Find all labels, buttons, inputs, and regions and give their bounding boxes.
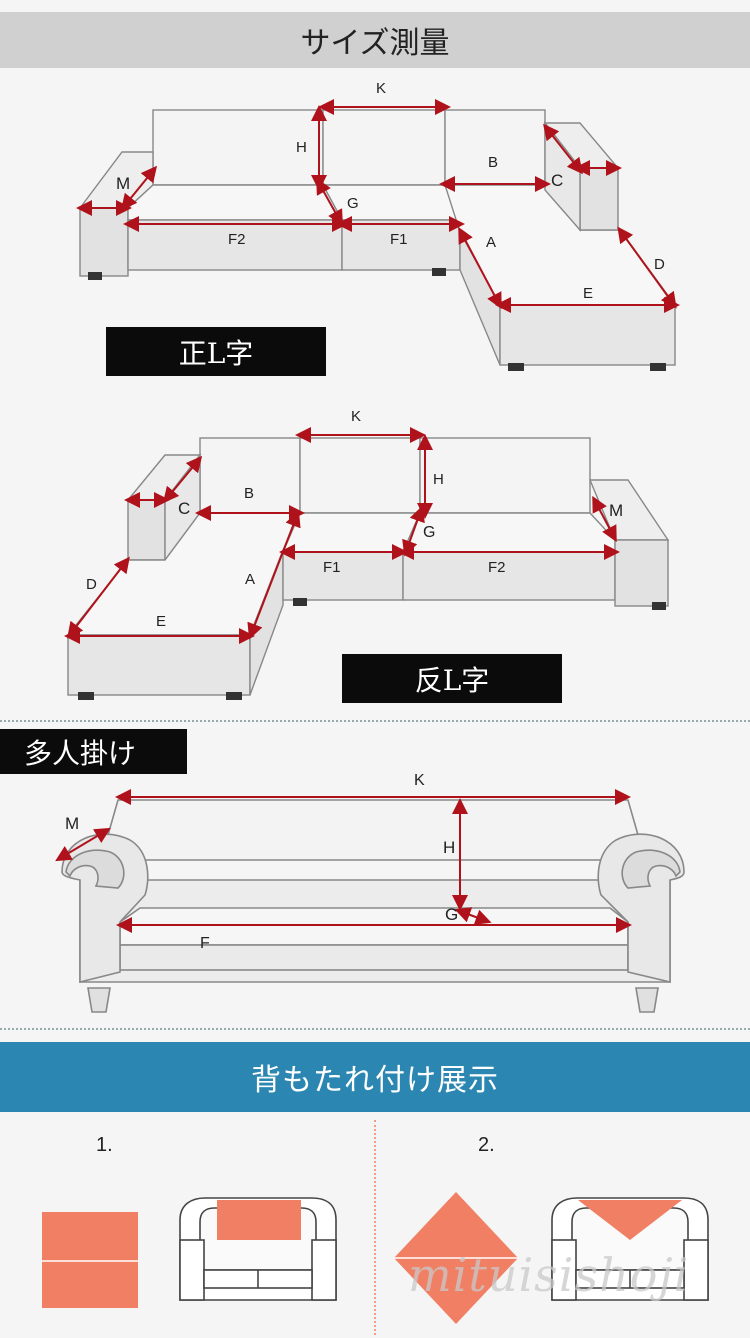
label-a: A [245,571,255,588]
label-k: K [351,408,361,425]
seat-cushion [127,184,344,221]
seat-front [402,551,616,601]
section-label-l-right: 正L字 [106,327,326,376]
page-title: サイズ測量 [0,12,750,68]
divider [0,720,750,722]
measure-arrows [76,99,680,313]
label-d: D [654,256,665,273]
seat-cushion [321,184,462,221]
label-g: G [423,524,435,541]
divider [0,1028,750,1030]
label-f1: F1 [390,231,408,248]
label-d: D [86,576,97,593]
section-label-multi: 多人掛け [0,729,187,774]
divider-vertical [374,1120,376,1335]
seat-cushion [281,512,422,553]
cover-square [42,1212,138,1308]
backrest-display [42,1192,709,1324]
label-f: F [200,935,210,952]
label-m: M [65,814,79,833]
watermark: mituisishoji [408,1248,690,1302]
label-f2: F2 [228,231,246,248]
right-arm-scroll [621,849,681,889]
seat [119,907,629,946]
seat-front [282,551,404,601]
label-m: M [609,501,623,520]
label-f1: F1 [323,559,341,576]
cover-triangle [578,1200,682,1240]
label-c: C [178,499,190,518]
sofa-leg [635,987,659,1013]
seat-front [119,944,629,971]
cover-on-backrest [217,1200,301,1240]
label-e: E [156,613,166,630]
label-b: B [244,485,254,502]
label-g: G [347,195,359,212]
arm-front [127,499,166,561]
chaise-front [499,304,676,366]
measure-arrows [55,789,632,933]
label-k: K [414,772,425,789]
label-k: K [376,80,386,97]
sofa-leg [87,987,111,1013]
arm-front [79,207,129,277]
label-b: B [488,154,498,171]
back-cushion [444,109,546,186]
measure-arrows [64,427,620,644]
back-cushion [419,437,591,514]
right-arm [597,833,685,984]
step-number-2: 2. [478,1134,495,1156]
label-m: M [116,174,130,193]
label-h: H [433,471,444,488]
display-banner: 背もたれ付け展示 [0,1042,750,1112]
label-a: A [486,234,496,251]
label-e: E [583,285,593,302]
back-cushion [299,437,421,514]
sofa-legs [88,268,666,371]
label-h: H [296,139,307,156]
back-cushion [322,109,446,186]
step-number-1: 1. [96,1134,113,1156]
multi-seat-diagram [61,799,685,1013]
label-h: H [443,838,455,857]
arm-front [579,167,619,231]
backrest [107,799,639,861]
section-label-l-left: 反L字 [342,654,562,703]
label-c: C [551,171,563,190]
label-g: G [445,905,458,924]
arm-front [614,539,669,607]
label-f2: F2 [488,559,506,576]
chaise-front [67,634,251,696]
